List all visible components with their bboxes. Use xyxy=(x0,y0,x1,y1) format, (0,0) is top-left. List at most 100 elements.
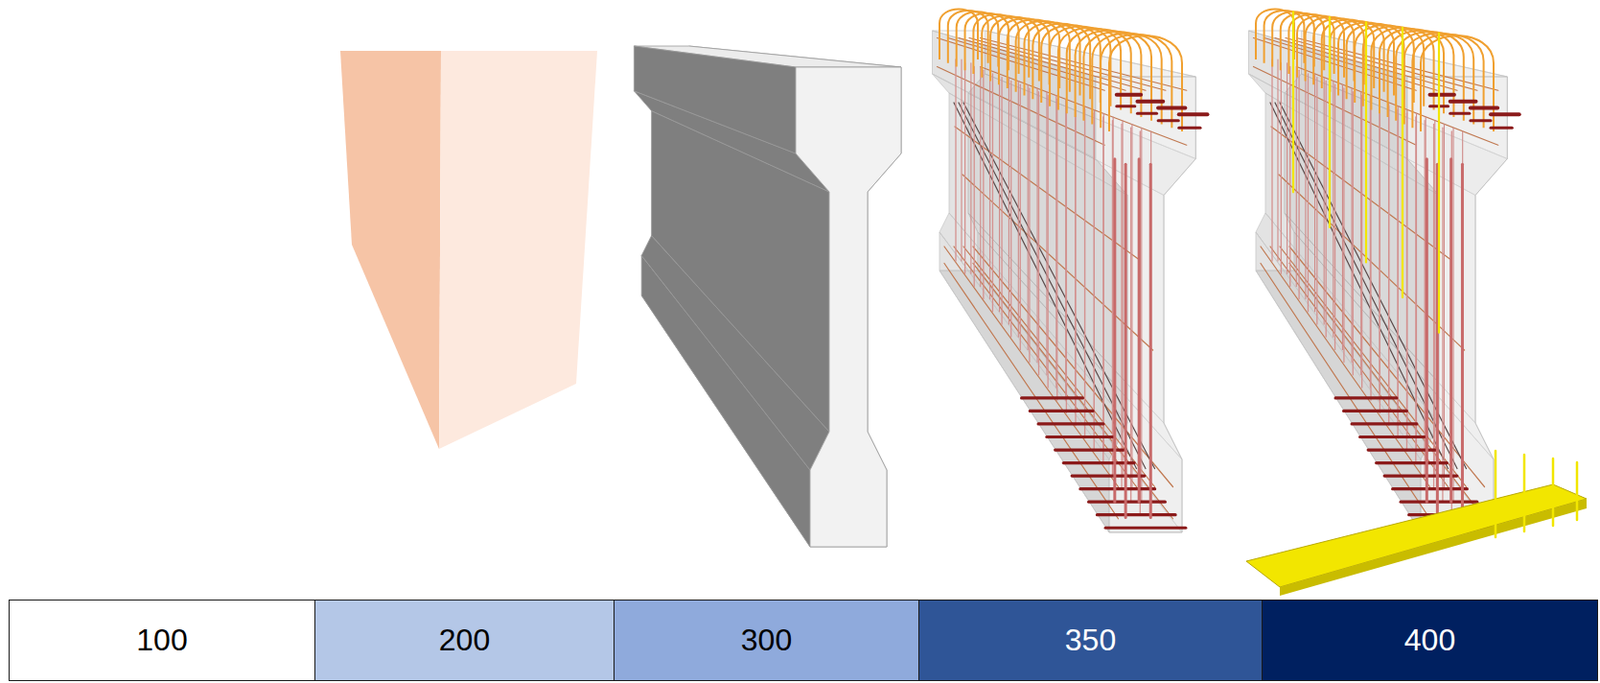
stirrup xyxy=(1100,34,1172,128)
web-bar xyxy=(989,69,991,299)
web-bar xyxy=(1296,67,1298,287)
web-bar xyxy=(1406,113,1408,451)
lod-number: 100 xyxy=(136,623,187,657)
web-bar xyxy=(1271,59,1273,261)
flange-bar xyxy=(1430,92,1455,97)
web-bar xyxy=(1307,73,1309,312)
web-bar xyxy=(1443,124,1445,489)
web-bar xyxy=(979,67,981,287)
lod-cell: 400 xyxy=(1261,599,1599,681)
web-bar xyxy=(1047,95,1049,389)
lod-cell: 100 xyxy=(8,599,316,681)
end-bar xyxy=(1113,159,1116,502)
web-bar xyxy=(1010,81,1012,338)
web-bar xyxy=(1056,98,1058,400)
web-bar xyxy=(1396,110,1398,439)
web-bar xyxy=(1334,84,1336,349)
added-bar xyxy=(1292,11,1295,192)
bottom-bar xyxy=(1096,512,1176,516)
flange-bar xyxy=(1470,106,1498,111)
bottom-bar xyxy=(1400,500,1478,504)
lod-number: 300 xyxy=(741,623,792,657)
web-bar xyxy=(1093,113,1095,451)
mass-left-face xyxy=(340,50,441,449)
longitudinal-bar xyxy=(1289,246,1485,487)
added-bar xyxy=(1365,22,1368,262)
web-bar xyxy=(1008,77,1010,325)
web-bar xyxy=(1316,77,1318,325)
stirrup xyxy=(1297,15,1345,77)
stirrup xyxy=(1412,34,1484,128)
stirrup xyxy=(990,17,1040,82)
web-bar xyxy=(1074,106,1076,426)
web-bar xyxy=(1131,124,1133,489)
girder-face xyxy=(633,46,796,154)
bottom-bar xyxy=(1029,409,1093,413)
web-bar xyxy=(1037,88,1039,363)
lod350-rebar xyxy=(932,9,1208,534)
web-bar xyxy=(1304,69,1306,299)
bottom-bar xyxy=(1351,421,1417,425)
lod-cell: 350 xyxy=(918,599,1263,681)
web-bar xyxy=(1289,67,1291,287)
stirrup xyxy=(1091,32,1161,124)
web-bar xyxy=(1298,69,1299,299)
flange-bar xyxy=(1450,112,1470,116)
flange-bar xyxy=(1116,92,1141,97)
web-bar xyxy=(1066,102,1067,413)
longitudinal-bar xyxy=(973,263,1174,519)
web-bar xyxy=(1424,120,1426,477)
mass-right-face xyxy=(439,50,598,449)
lod200-mass xyxy=(340,50,598,449)
web-bar xyxy=(1361,95,1363,389)
flange-bar xyxy=(1179,126,1201,130)
strand xyxy=(958,102,1146,469)
flange-bar xyxy=(1450,99,1477,104)
lod-number: 350 xyxy=(1065,623,1116,657)
web-bar xyxy=(954,59,956,261)
web-bar xyxy=(1351,88,1353,363)
web-bar xyxy=(1453,127,1455,502)
web-bar xyxy=(1332,81,1334,338)
web-bar xyxy=(1314,73,1316,312)
web-bar xyxy=(1388,106,1390,426)
end-bar xyxy=(1425,159,1429,502)
lod-number: 400 xyxy=(1404,623,1456,657)
lod300-girder xyxy=(633,46,902,547)
end-bar xyxy=(1124,163,1128,517)
flange-bar xyxy=(1116,104,1136,108)
web-bar xyxy=(973,67,975,287)
flange-bar xyxy=(1136,112,1157,116)
anchor-bar xyxy=(1494,450,1498,537)
longitudinal-bar xyxy=(1270,246,1449,487)
end-bar xyxy=(1137,159,1141,502)
added-bar xyxy=(1328,17,1331,228)
web-bar xyxy=(1020,84,1021,349)
web-bar xyxy=(1369,98,1371,400)
lod400-rebar xyxy=(1246,9,1587,597)
bottom-bar xyxy=(1063,461,1135,464)
web-bar xyxy=(1286,63,1288,274)
web-bar xyxy=(964,63,966,274)
web-bar xyxy=(1276,59,1278,261)
bearing-plate-edge xyxy=(1279,498,1587,596)
web-bar xyxy=(1102,116,1104,464)
end-bar xyxy=(1449,159,1453,502)
stirrup xyxy=(1420,35,1494,132)
added-bar xyxy=(1401,27,1404,298)
flange-bar xyxy=(1136,99,1163,104)
bottom-bar xyxy=(1360,435,1428,439)
web-bar xyxy=(1451,131,1453,514)
strand xyxy=(1270,102,1449,469)
bottom-bar xyxy=(1071,474,1145,478)
web-bar xyxy=(998,73,1000,312)
web-bar xyxy=(1325,81,1327,338)
bottom-bar xyxy=(1080,486,1156,490)
end-bar xyxy=(1460,163,1464,517)
bottom-bar xyxy=(1046,435,1114,439)
bottom-bar xyxy=(1392,486,1468,490)
web-bar xyxy=(1140,127,1142,502)
web-bar xyxy=(1038,92,1040,375)
